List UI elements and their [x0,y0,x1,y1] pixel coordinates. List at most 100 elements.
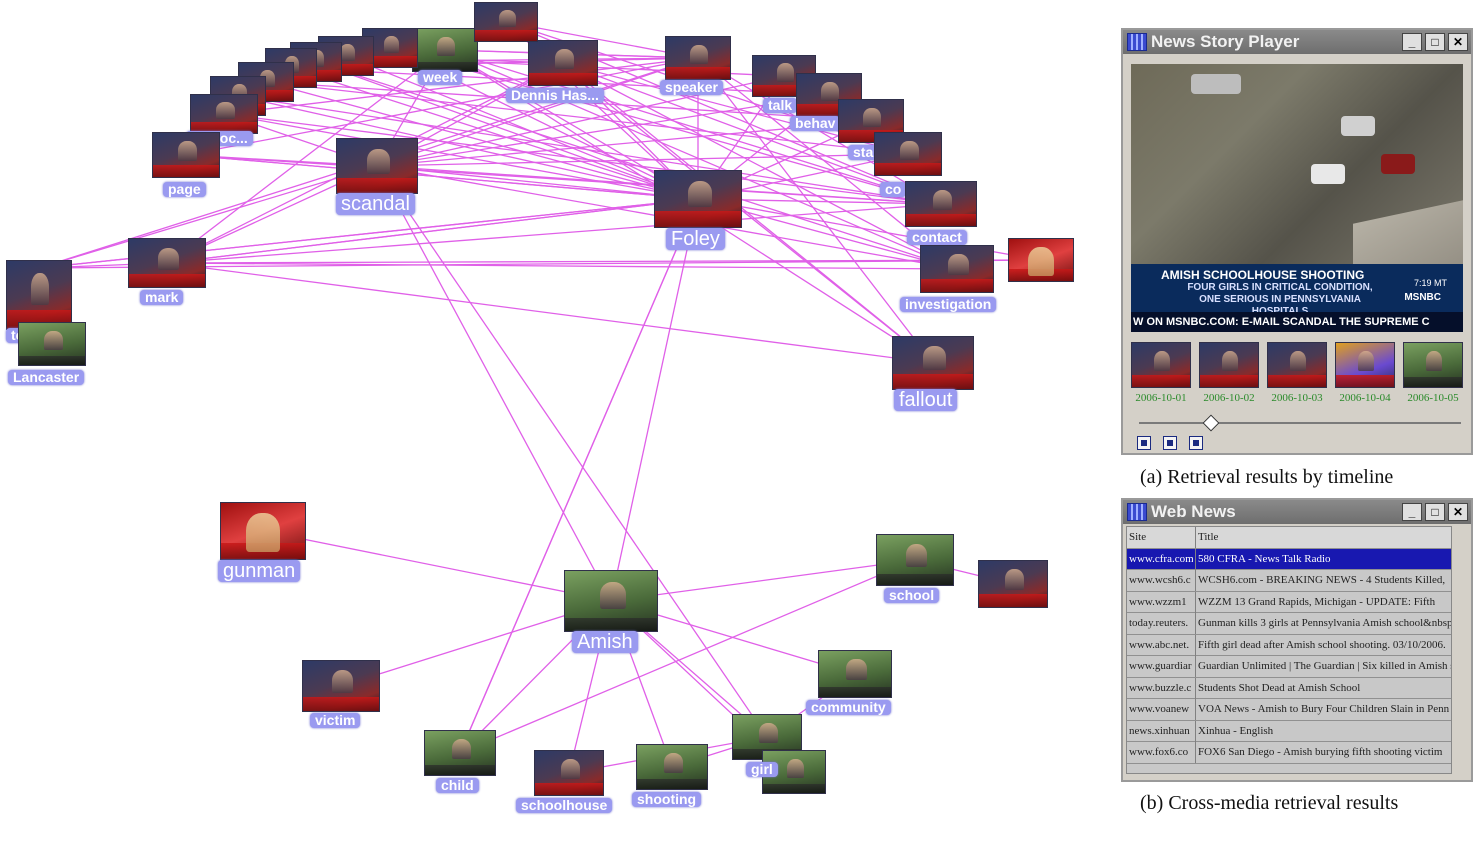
thumbnail[interactable] [905,181,977,227]
cell-site: www.buzzle.c [1129,681,1192,694]
window-title: News Story Player [1151,32,1300,51]
cell-title: Students Shot Dead at Amish School [1195,677,1451,699]
table-row[interactable]: www.abc.net.Fifth girl dead after Amish … [1127,634,1451,656]
thumbnail[interactable] [920,245,994,293]
cell-site: today.reuters. [1129,617,1189,629]
graph-edge [444,49,958,270]
frame-date: 2006-10-04 [1339,392,1391,404]
keyword-label: girl [746,761,778,778]
maximize-button[interactable]: □ [1425,33,1445,51]
thumbnail[interactable] [654,170,742,228]
frame-date: 2006-10-01 [1135,392,1187,404]
pause-button[interactable] [1163,436,1177,450]
column-header-site[interactable]: Site [1129,531,1147,543]
thumbnail[interactable] [818,650,892,698]
thumbnail[interactable] [190,94,258,134]
timeline-frame[interactable] [1131,342,1191,388]
keyword-label: talk [763,97,798,114]
keyword-label: scandal [336,193,415,215]
column-header-title[interactable]: Title [1195,527,1451,548]
news-story-player-window: News Story Player _ □ ✕ AMISH SCHOOLHOUS… [1121,28,1473,455]
thumbnail[interactable] [18,322,86,366]
graph-edge [265,81,699,200]
minimize-button[interactable]: _ [1402,503,1422,521]
video-ticker: W ON MSNBC.COM: E-MAIL SCANDAL THE SUPRE… [1131,312,1463,332]
thumbnail[interactable] [412,28,478,72]
cell-title: Xinhua - English [1195,720,1451,742]
thumbnail[interactable] [534,750,604,796]
keyword-graph: week Dennis Has... speaker talk behav st… [6,2,1074,814]
graph-edge [562,62,958,270]
thumbnail[interactable] [874,132,942,176]
frame-date: 2006-10-02 [1203,392,1255,404]
thumbnail[interactable] [152,132,220,178]
thumbnail[interactable] [564,570,658,632]
close-button[interactable]: ✕ [1448,503,1468,521]
table-row[interactable]: www.wcsh6.c WCSH6.com - BREAKING NEWS - 4… [1127,570,1451,592]
table-row[interactable]: today.reuters.Gunman kills 3 girls at Pe… [1127,613,1451,635]
thumbnail[interactable] [1008,238,1074,282]
thumbnail[interactable] [636,744,708,790]
video-display[interactable]: AMISH SCHOOLHOUSE SHOOTING 7:19 MT FOUR … [1131,64,1463,332]
news-lower-third: AMISH SCHOOLHOUSE SHOOTING 7:19 MT FOUR … [1131,264,1463,332]
title-bar[interactable]: Web News _ □ ✕ [1123,500,1471,524]
thumbnail[interactable] [978,560,1048,608]
keyword-label: child [436,777,479,794]
thumbnail[interactable] [128,238,206,288]
keyword-label: mark [140,289,184,306]
timeline-slider[interactable] [1139,414,1461,432]
maximize-button[interactable]: □ [1425,503,1445,521]
thumbnail[interactable] [665,36,731,80]
video-scene [1341,116,1375,136]
slider-knob[interactable] [1202,414,1220,432]
minimize-button[interactable]: _ [1402,33,1422,51]
cell-site: www.fox6.co [1129,746,1189,758]
timeline-frame[interactable] [1403,342,1463,388]
thumbnail[interactable] [876,534,954,586]
thumbnail[interactable] [6,260,72,330]
thumbnail[interactable] [302,660,380,712]
thumbnail[interactable] [892,336,974,390]
keyword-label: speaker [660,79,723,96]
keyword-label: co [880,181,907,198]
timeline-frame[interactable] [1267,342,1327,388]
graph-edge [459,198,699,754]
cell-site: www.abc.net. [1129,638,1190,651]
thumbnail[interactable] [474,2,538,42]
app-icon [1127,503,1147,521]
timeline-frame[interactable] [1199,342,1259,388]
cell-site: www.wcsh6.c [1129,574,1191,586]
video-scene [1381,154,1415,174]
graph-edge [376,120,872,167]
keyword-label: shooting [632,791,702,808]
close-button[interactable]: ✕ [1448,33,1468,51]
play-button[interactable] [1137,436,1151,450]
frame-date: 2006-10-05 [1407,392,1459,404]
graph-edge [166,262,958,270]
cell-title: WCSH6.com - BREAKING NEWS - 4 Students K… [1195,570,1451,591]
keyword-label: week [418,69,463,86]
title-bar[interactable]: News Story Player _ □ ✕ [1123,30,1471,54]
graph-edge [38,165,378,269]
graph-edge [376,165,612,602]
frame-date: 2006-10-03 [1271,392,1323,404]
graph-edge [237,95,699,200]
thumbnail[interactable] [424,730,496,776]
keyword-label: community [806,699,891,716]
timeline-frames: 2006-10-01 2006-10-02 2006-10-03 2006-10… [1131,342,1471,412]
thumbnail[interactable] [220,502,306,560]
stop-button[interactable] [1189,436,1203,450]
timeline-frame[interactable] [1335,342,1395,388]
graph-edge [185,57,699,156]
video-time: 7:19 MT [1413,278,1447,288]
video-headline: AMISH SCHOOLHOUSE SHOOTING [1161,268,1365,282]
thumbnail[interactable] [336,138,418,194]
thumbnail[interactable] [528,40,598,86]
